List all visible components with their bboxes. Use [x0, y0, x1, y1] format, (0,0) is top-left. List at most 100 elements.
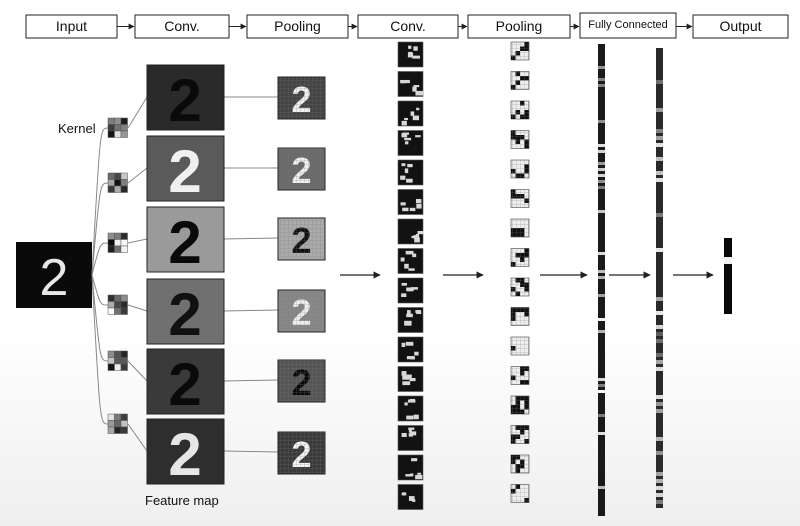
- conv2-map: [397, 366, 424, 392]
- conv2-map-activation: [401, 432, 407, 438]
- fc2-unit: [656, 157, 663, 161]
- input-image: 2: [16, 242, 92, 308]
- fc1-unit: [598, 78, 605, 81]
- conv2-map-activation: [402, 492, 407, 496]
- pool2-map: [510, 395, 530, 415]
- stage-pooling-2-label: Pooling: [496, 18, 543, 34]
- stage-pooling-2: Pooling: [467, 14, 571, 39]
- stage-output-label: Output: [719, 18, 761, 34]
- fc2-unit: [656, 479, 663, 483]
- conv2-map: [397, 425, 424, 451]
- fc1-unit: [598, 486, 605, 489]
- fc2-unit: [656, 248, 663, 252]
- pool2-grid: [511, 396, 529, 414]
- feature-map: 2: [146, 206, 225, 276]
- fc2-unit: [656, 486, 663, 490]
- kernel-cell: [120, 413, 128, 421]
- feature-map-digit: 2: [168, 281, 201, 348]
- kernel-icon: [107, 350, 128, 371]
- kernel-cell: [120, 301, 128, 309]
- fc2-unit: [656, 332, 663, 336]
- conv2-map-activation: [412, 115, 420, 121]
- conv2-map-activation: [405, 341, 414, 346]
- fc2-unit: [656, 451, 663, 455]
- feature-map-digit: 2: [168, 138, 201, 205]
- kernel-cell: [120, 245, 128, 253]
- stage-pooling-1: Pooling: [246, 14, 349, 39]
- conv2-map-activation: [408, 268, 415, 271]
- fc2-unit: [656, 178, 663, 182]
- stage-input-label: Input: [56, 18, 87, 34]
- pooled-map: 2: [277, 76, 326, 120]
- stage-fully-connected: Fully Connected: [579, 12, 677, 39]
- conv2-map-activation: [417, 230, 424, 235]
- kernel-connection: [91, 274, 109, 425]
- conv2-map-activation: [410, 356, 415, 360]
- fc1-unit: [598, 378, 605, 381]
- pipeline-header: Input Conv. Pooling Conv. Pooling Fully …: [25, 12, 789, 39]
- kernel-cell: [114, 117, 122, 125]
- conv2-map-activation: [404, 168, 409, 174]
- pool2-map: [510, 425, 530, 444]
- stage-conv-1: Conv.: [134, 14, 230, 39]
- kernel-cell: [114, 185, 122, 193]
- kernel-to-featuremap-line: [127, 96, 148, 129]
- kernel-icon: [107, 117, 128, 138]
- kernel-cell: [107, 117, 115, 125]
- pool2-map: [510, 248, 530, 267]
- conv2-map-activation: [409, 377, 416, 382]
- fc1-unit: [598, 168, 605, 171]
- fc1-unit: [598, 174, 605, 177]
- kernel-to-featuremap-line: [127, 304, 148, 312]
- conv2-map-frame: [397, 277, 424, 304]
- kernel-cell: [107, 124, 115, 132]
- pooled-map: 2: [277, 431, 326, 475]
- conv2-map-activation: [400, 202, 406, 206]
- kernel-cell: [114, 245, 122, 253]
- kernel-cell: [120, 185, 128, 193]
- kernel-cell: [120, 357, 128, 365]
- pool2-map: [510, 218, 530, 238]
- pool2-grid: [511, 189, 529, 208]
- pooled-map: 2: [277, 359, 326, 403]
- fc1-unit: [598, 294, 605, 297]
- pool2-grid: [511, 71, 529, 90]
- conv2-map-activation: [405, 79, 410, 84]
- fc2-unit: [656, 353, 663, 357]
- input-digit: 2: [40, 249, 69, 307]
- pool2-grid: [511, 278, 529, 296]
- fc1-unit: [598, 144, 605, 147]
- conv2-map-activation: [409, 398, 416, 402]
- conv2-map: [397, 218, 424, 245]
- kernel-cell: [107, 413, 115, 421]
- feature-map-digit: 2: [168, 67, 201, 134]
- conv2-map-activation: [414, 237, 420, 243]
- kernel-connection: [91, 182, 109, 276]
- pool2-map: [510, 336, 530, 356]
- conv2-map-activation: [401, 293, 407, 298]
- fc2-unit: [656, 311, 663, 315]
- fc2-unit: [656, 297, 663, 301]
- conv2-map-activation: [412, 253, 417, 258]
- fc1-unit: [598, 384, 605, 387]
- conv2-map-activation: [401, 120, 407, 126]
- stage-input: Input: [25, 14, 118, 39]
- feature-map-digit: 2: [168, 421, 201, 488]
- kernel-cell: [120, 232, 128, 240]
- fully-connected-layer-2: [656, 48, 663, 508]
- pool2-map: [510, 307, 530, 326]
- conv2-map-activation: [404, 137, 412, 141]
- conv2-map-activation: [400, 257, 405, 262]
- conv2-map-activation: [406, 178, 413, 183]
- feature-map-frame: [146, 135, 225, 202]
- pool2-grid: [511, 160, 529, 178]
- kernel-cell: [114, 301, 122, 309]
- conv2-map-activation: [405, 141, 409, 145]
- pool2-map: [510, 100, 530, 120]
- kernel-cell: [114, 426, 122, 434]
- conv2-map-activation: [408, 496, 415, 501]
- stage-conv-1-label: Conv.: [164, 18, 200, 34]
- kernel-cell: [120, 124, 128, 132]
- fc1-unit: [598, 210, 605, 213]
- feature-map: 2: [146, 278, 225, 348]
